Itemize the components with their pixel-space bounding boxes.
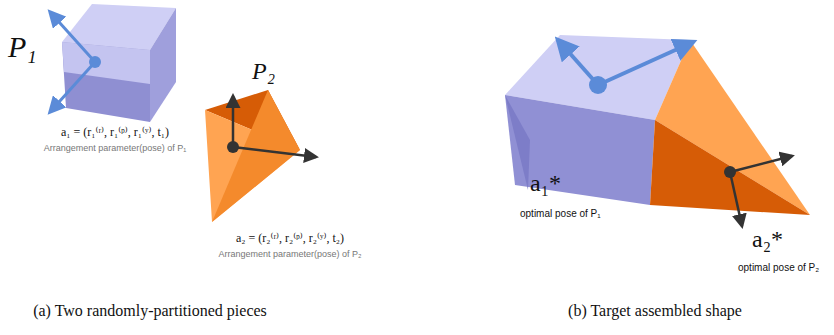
piece-name: P₁ [8, 30, 37, 65]
pose-note: Arrangement parameter(pose) of P₂ [218, 249, 361, 259]
subfigure-caption: (b) Target assembled shape [568, 302, 742, 320]
optimal-pose-symbol: a₂* [752, 226, 783, 254]
optimal-pose-note: optimal pose of P₂ [738, 262, 819, 274]
subfigure-caption: (a) Two randomly-partitioned pieces [33, 302, 267, 320]
optimal-pose-note: optimal pose of P₁ [520, 208, 601, 220]
pose-axes [50, 12, 101, 112]
pose-formula: a₂ = (r₂⁽ʳ⁾, r₂⁽ᵖ⁾, r₂⁽ʸ⁾, t₂) [236, 232, 344, 246]
pose-note: Arrangement parameter(pose) of P₁ [44, 143, 187, 153]
piece-name: P₂ [252, 58, 275, 86]
cube-piece [62, 4, 176, 122]
assembled-shape [505, 35, 810, 215]
wedge-piece [205, 90, 300, 222]
pose-axes [227, 96, 316, 157]
optimal-pose-symbol: a₁* [530, 170, 561, 198]
pose-formula: a₁ = (r₁⁽ʳ⁾, r₁⁽ᵖ⁾, r₁⁽ʸ⁾, t₁) [61, 126, 169, 140]
pose-axes [558, 40, 792, 226]
